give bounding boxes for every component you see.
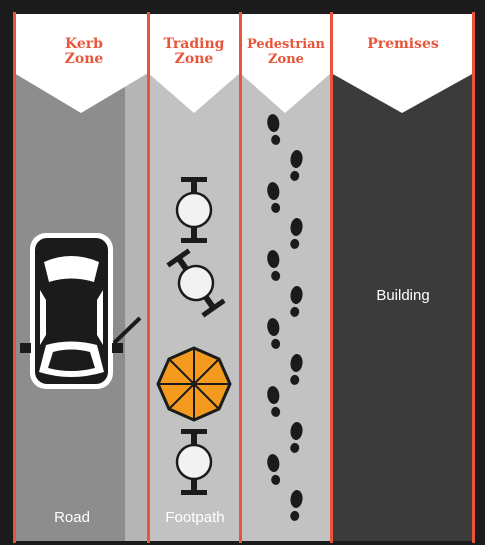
divider-line	[239, 12, 242, 543]
kerb-strip	[125, 14, 148, 541]
pedestrian-zone-title-line-1: Pedestrian	[247, 37, 326, 52]
trading-zone-title-line-1: Trading	[164, 36, 225, 52]
footpath-label: Footpath	[165, 509, 224, 526]
kerb-zone-title-line-1: Kerb	[65, 36, 103, 52]
pedestrian-zone-title-line-2: Zone	[268, 52, 304, 67]
premises-title: Premises	[367, 36, 439, 52]
kerb-zone-header	[14, 14, 148, 113]
building-label: Building	[376, 287, 429, 304]
car-icon	[20, 233, 142, 389]
kerb-zone-title-line-2: Zone	[65, 51, 104, 67]
divider-line	[147, 12, 150, 543]
pedestrian-zone-header	[240, 14, 331, 113]
divider-line	[472, 12, 475, 543]
trading-zone-header	[148, 14, 240, 113]
umbrella-icon	[156, 346, 232, 422]
divider-line	[13, 12, 16, 543]
premises-header	[331, 14, 474, 113]
road-label: Road	[54, 509, 90, 526]
trading-zone-title-line-2: Zone	[175, 51, 214, 67]
divider-line	[330, 12, 333, 543]
